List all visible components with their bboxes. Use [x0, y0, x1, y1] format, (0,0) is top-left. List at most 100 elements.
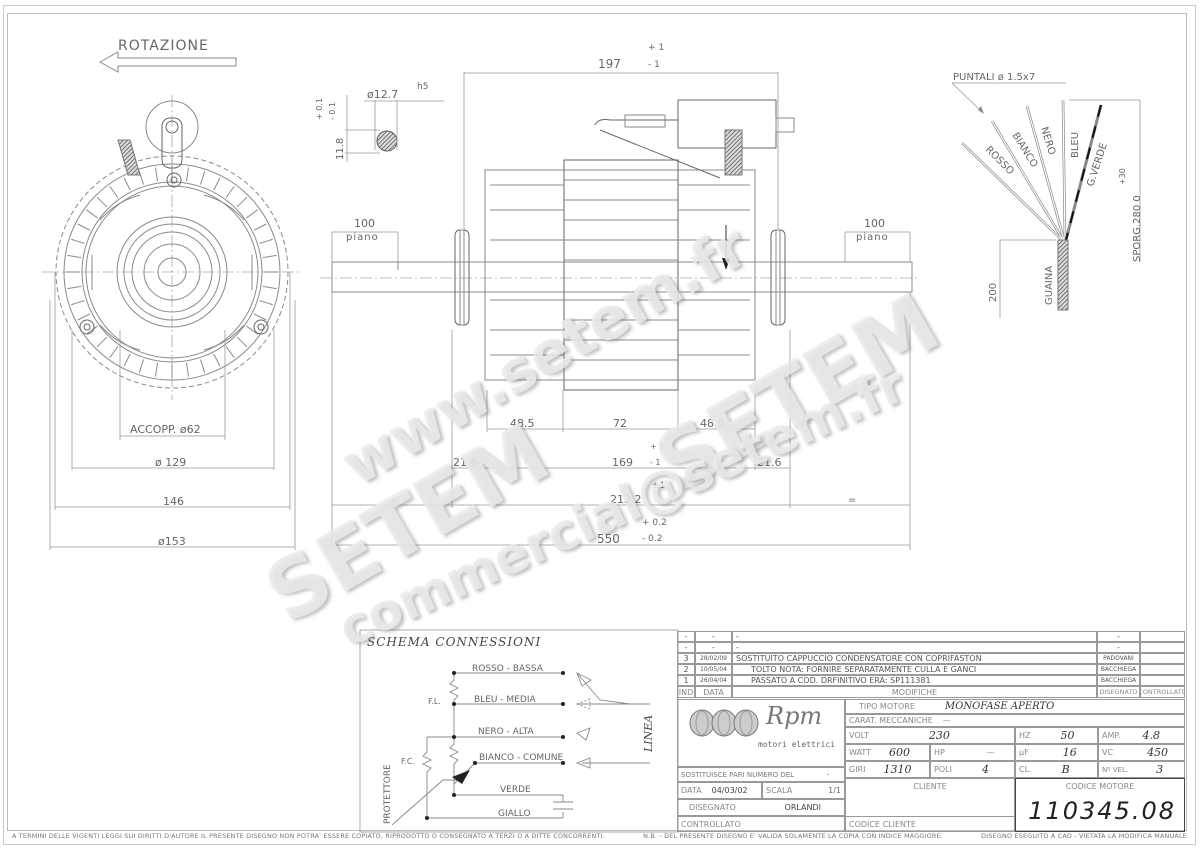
hz-cell: HZ 50 [1015, 727, 1098, 744]
schema-line: LINEA [642, 715, 655, 753]
dim-197-tol-minus: - 1 [648, 60, 660, 70]
scala-value: 1/1 [828, 786, 841, 795]
rev-mod: - [732, 642, 1097, 653]
dim-flat-right-label: piano [856, 232, 889, 243]
codice-motore-label: CODICE MOTORE [1065, 782, 1135, 791]
sostituisce-row: SOSTITUISCE PARI NUMERO DEL - [677, 767, 845, 782]
hz-value: 50 [1060, 729, 1075, 742]
dim-550: 550 [597, 532, 620, 546]
cl-value: B [1061, 763, 1070, 776]
shaft-flat-tol-plus: + 0.1 [315, 98, 324, 120]
dim-550-tol-minus: - 0.2 [642, 534, 662, 544]
rev-header-ind: IND [677, 686, 695, 698]
dim-21-right: 21.6 [757, 456, 782, 469]
rev-date: - [695, 642, 732, 653]
hp-value: — [986, 748, 995, 757]
hz-label: HZ [1019, 731, 1031, 740]
rev-drawn: - [1097, 642, 1140, 653]
rev-date: 10/05/04 [695, 664, 732, 675]
rev-mod: PASSATO A COD. DRFINITIVO ERA: SP111381 [732, 675, 1097, 686]
schema-fc: F.C. [401, 757, 415, 766]
poli-label: POLI [934, 765, 952, 774]
schema-wire-giallo: GIALLO [498, 809, 531, 819]
codice-motore-cell: CODICE MOTORE 110345.08 [1015, 778, 1185, 832]
amp-value: 4.8 [1142, 729, 1161, 742]
revision-table: - - - - - - - - 3 28/02/09 SOSTITUITO CA… [677, 631, 1185, 699]
dim-eq-left: = [390, 495, 398, 506]
brand-subtitle: motori elettrici [758, 740, 836, 749]
rotation-label: ROTAZIONE [118, 38, 209, 54]
schema-wire-bianco: BIANCO - COMUNE [479, 753, 564, 763]
rev-date: 26/04/04 [695, 675, 732, 686]
sostituisce-value: - [826, 770, 829, 779]
sostituisce-label: SOSTITUISCE PARI NUMERO DEL [681, 770, 795, 779]
dim-eq-right: = [848, 495, 856, 506]
hp-label: HP [934, 748, 945, 757]
carat-row: CARAT. MECCANICHE — [845, 714, 1185, 727]
rev-header-date: DATA [695, 686, 732, 698]
codice-cliente-label: CODICE CLIENTE [849, 819, 916, 829]
dim-48-right: 48.5 [700, 417, 725, 430]
nvel-value: 3 [1156, 763, 1164, 776]
vc-value: 450 [1147, 746, 1169, 759]
dim-48-left: 48.5 [510, 417, 535, 430]
rev-date: - [695, 631, 732, 642]
dim-169-tol-plus: + 1 [650, 442, 664, 451]
schema-fl: F.L. [428, 697, 441, 706]
amp-label: AMP. [1102, 731, 1121, 740]
rev-drawn: BACCHIEGA [1097, 664, 1140, 675]
protrusion-tol: +30 [1118, 168, 1127, 185]
rev-ind: - [677, 631, 695, 642]
dim-146: 146 [163, 495, 184, 508]
rev-header-mod: MODIFICHE [732, 686, 1097, 698]
shaft-flat-tol-minus: - 0.1 [328, 102, 337, 120]
rev-ind: - [677, 642, 695, 653]
vc-label: VC [1102, 748, 1114, 757]
carat-label: CARAT. MECCANICHE [849, 716, 933, 725]
shaft-tolerance: h5 [417, 82, 428, 92]
rev-checked [1140, 631, 1185, 642]
sheath-length: 200 [988, 283, 999, 302]
disegnato-value: ORLANDI [784, 803, 821, 812]
scala-label: SCALA [766, 786, 793, 795]
rev-drawn: BACCHIEGA [1097, 675, 1140, 686]
cl-label: CL. [1019, 765, 1032, 774]
dim-72: 72 [613, 417, 627, 430]
tipo-motore-label: TIPO MOTORE [859, 702, 915, 711]
volt-value: 230 [928, 729, 950, 742]
schema-wire-nero: NERO - ALTA [478, 727, 534, 737]
dim-flat-left-label: piano [346, 232, 379, 243]
lead-tips: PUNTALI ø 1.5x7 [953, 72, 1035, 83]
brand-logo-area: Rpm motori elettrici [677, 699, 845, 767]
dim-169: 169 [612, 456, 633, 469]
schema-wire-rosso: ROSSO - BASSA [472, 664, 544, 674]
rev-drawn: PADOVANI [1097, 653, 1140, 664]
controllato-label: CONTROLLATO [681, 819, 741, 829]
codice-motore-value: 110345.08 [1028, 797, 1176, 825]
rpm-logo-icon [689, 709, 759, 737]
amp-cell: AMP. 4.8 [1098, 727, 1185, 744]
schema-wire-verde: VERDE [500, 785, 531, 795]
dim-129: ø 129 [155, 456, 186, 469]
shaft-flat-dim: 11.8 [335, 138, 346, 160]
brand-name: Rpm [766, 702, 823, 730]
carat-value: — [942, 716, 951, 725]
dim-197-tol-plus: + 1 [648, 43, 664, 53]
rev-mod: - [732, 631, 1097, 642]
uf-label: µF [1019, 748, 1029, 757]
rev-header-checked: CONTROLLATO [1140, 686, 1185, 698]
giri-label: GIRI [849, 765, 866, 774]
shaft-diameter: ø12.7 [367, 88, 398, 101]
nvel-label: Nº VEL. [1102, 765, 1129, 774]
codice-cliente-cell: CODICE CLIENTE [845, 816, 1015, 832]
rev-checked [1140, 664, 1185, 675]
rev-date: 28/02/09 [695, 653, 732, 664]
controllato-cell: CONTROLLATO [677, 816, 845, 832]
protrusion-length: SPORG.280 0 [1132, 195, 1143, 262]
